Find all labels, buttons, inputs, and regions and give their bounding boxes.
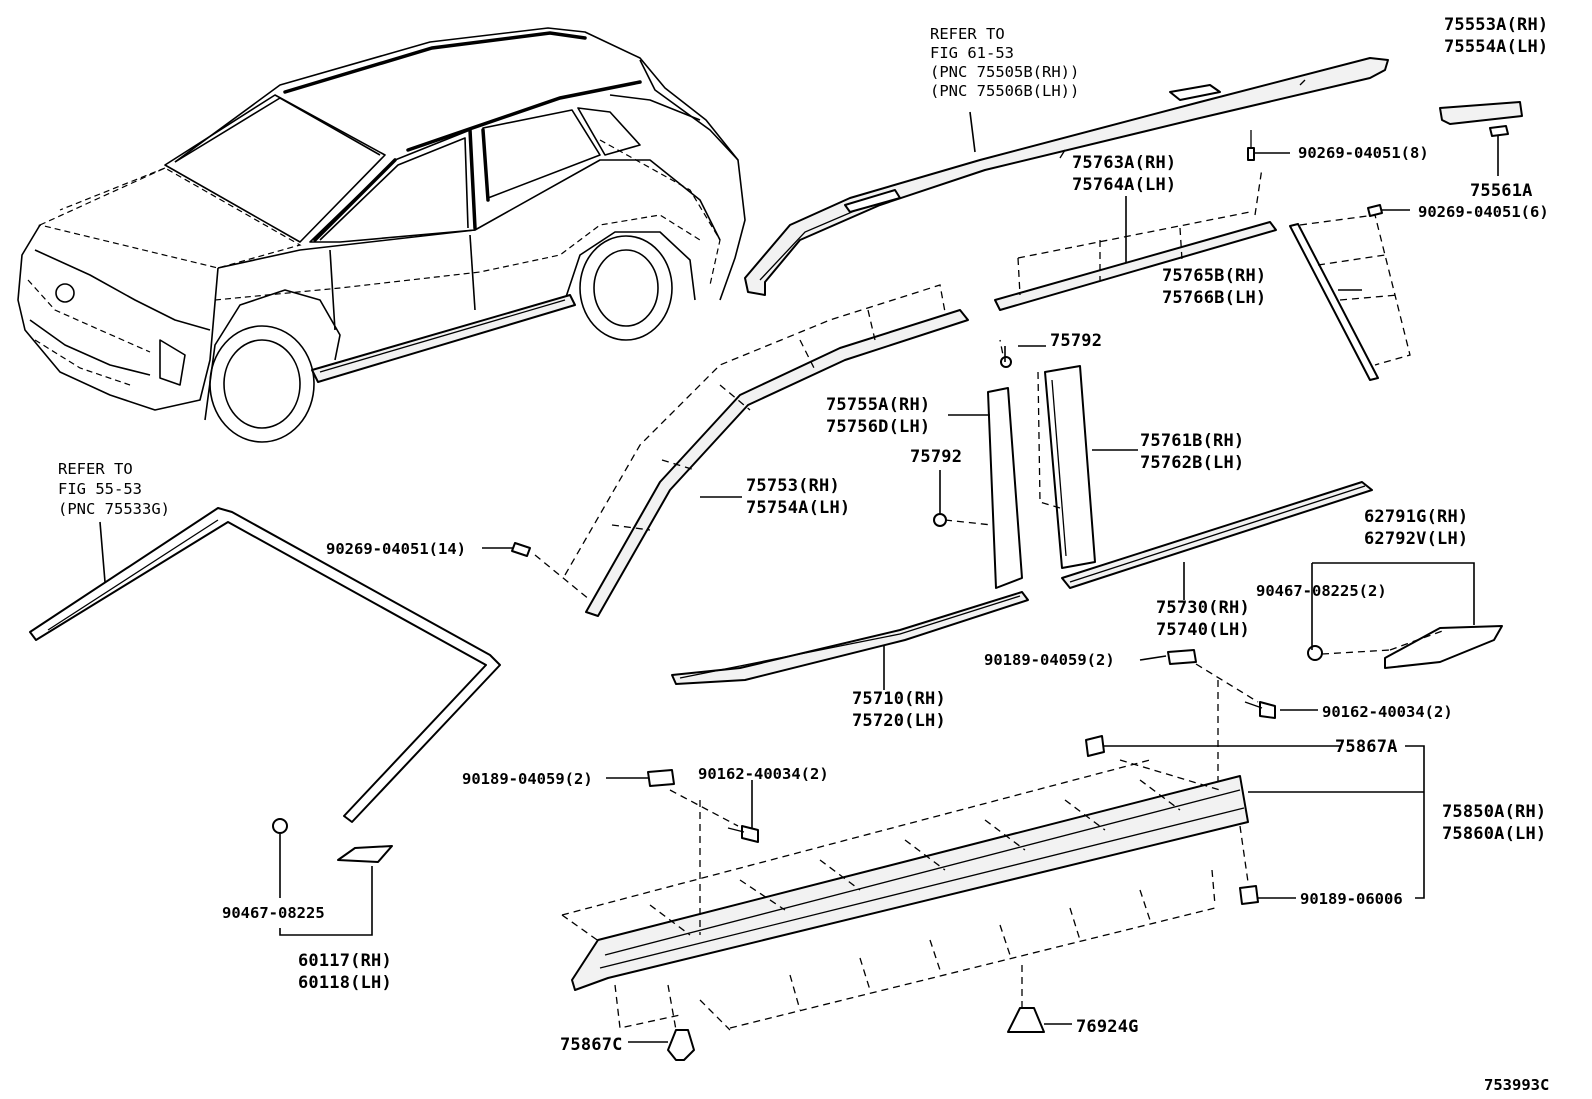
roof-ref-line-4: (PNC 75506B(LH)) [930,82,1079,100]
label-75554a: 75554A(LH) [1444,37,1548,57]
label-75754a: 75754A(LH) [746,498,850,518]
label-75720: 75720(LH) [852,711,946,731]
front-belt-moulding-part [671,591,1029,685]
label-75766b: 75766B(LH) [1162,288,1266,308]
label-90269-14: 90269-04051(14) [326,540,466,558]
rear-door-pillar-garnish-part [1037,365,1096,569]
label-62791g: 62791G(RH) [1364,507,1468,527]
label-75710: 75710(RH) [852,689,946,709]
reference-windshield: REFER TO FIG 55-53 (PNC 75533G) [58,460,170,518]
windshield-moulding-part [29,507,501,863]
clip-icon [482,130,1410,557]
label-75867c: 75867C [560,1035,623,1055]
label-75762b: 75762B(LH) [1140,453,1244,473]
rocker-moulding-part [561,759,1249,1031]
label-62792v: 62792V(LH) [1364,529,1468,549]
windshield-ref-line-1: REFER TO [58,460,133,478]
reference-roof: REFER TO FIG 61-53 (PNC 75505B(RH)) (PNC… [930,25,1079,100]
label-75850a: 75850A(RH) [1442,802,1546,822]
label-75764a: 75764A(LH) [1072,175,1176,195]
windshield-ref-line-2: FIG 55-53 [58,480,142,498]
label-75761b: 75761B(RH) [1140,431,1244,451]
label-76924g: 76924G [1076,1017,1139,1037]
label-60118: 60118(LH) [298,973,392,993]
label-90467: 90467-08225 [222,904,325,922]
roof-end-cover-part [1439,101,1523,176]
rear-pillar-moulding-part [1289,214,1411,381]
rear-belt-moulding-part [1061,481,1373,589]
label-90269-8: 90269-04051(8) [1298,144,1429,162]
fastener-icon [1167,649,1276,795]
label-75730: 75730(RH) [1156,598,1250,618]
label-75792-upper: 75792 [1050,331,1102,351]
roof-ref-line-3: (PNC 75505B(RH)) [930,63,1079,81]
label-75753: 75753(RH) [746,476,840,496]
lower-fastener-icon [647,769,1259,1061]
label-75756d: 75756D(LH) [826,417,930,437]
upper-frame-moulding-part [994,167,1277,311]
label-75553a: 75553A(RH) [1444,15,1548,35]
leader-lines [99,111,1475,1043]
label-75792-lower: 75792 [910,447,962,467]
windshield-ref-line-3: (PNC 75533G) [58,500,170,518]
figure-number: 753993C [1484,1076,1549,1094]
mudguard-part [1307,625,1503,669]
front-pillar-moulding-part [534,284,969,617]
label-90467-2: 90467-08225(2) [1256,582,1387,600]
label-90269-6: 90269-04051(6) [1418,203,1549,221]
label-75561a: 75561A [1470,181,1533,201]
label-75765b: 75765B(RH) [1162,266,1266,286]
roof-ref-line-2: FIG 61-53 [930,44,1014,62]
vehicle-illustration [17,27,746,443]
label-75763a: 75763A(RH) [1072,153,1176,173]
label-60117: 60117(RH) [298,951,392,971]
label-90189-lower: 90189-04059(2) [462,770,593,788]
label-90162-upper: 90162-40034(2) [1322,703,1453,721]
clip-75867a-icon [1085,735,1105,757]
label-75860a: 75860A(LH) [1442,824,1546,844]
label-90189-06006: 90189-06006 [1300,890,1403,908]
label-75755a: 75755A(RH) [826,395,930,415]
label-75740: 75740(LH) [1156,620,1250,640]
label-90162-lower: 90162-40034(2) [698,765,829,783]
label-90189-upper: 90189-04059(2) [984,651,1115,669]
roof-rack-part [744,57,1389,296]
label-75867a: 75867A [1335,737,1398,757]
roof-ref-line-1: REFER TO [930,25,1005,43]
